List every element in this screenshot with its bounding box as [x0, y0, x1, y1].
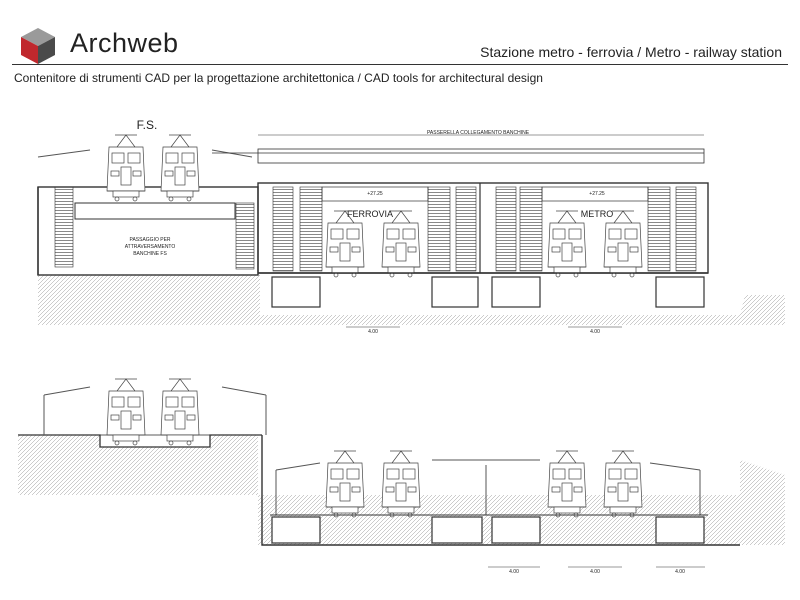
label-metro: METRO — [581, 209, 614, 219]
dim-bottom-1: 4.00 — [509, 569, 519, 575]
upper-section — [37, 134, 785, 328]
page-subtitle: Contenitore di strumenti CAD per la prog… — [14, 71, 543, 85]
label-passaggio-1: PASSAGGIO PER — [129, 237, 170, 243]
header: Archweb Stazione metro - ferrovia / Metr… — [0, 0, 800, 90]
label-fs: F.S. — [137, 118, 158, 132]
label-passaggio-3: BANCHINE FS — [133, 251, 167, 257]
page-title: Stazione metro - ferrovia / Metro - rail… — [480, 44, 782, 60]
header-divider — [12, 64, 788, 65]
dim-left: 4.00 — [368, 329, 378, 335]
brand-name[interactable]: Archweb — [70, 28, 179, 58]
label-level-right: +27.25 — [589, 191, 605, 197]
dim-bottom-2: 4.00 — [590, 569, 600, 575]
label-passerella: PASSERELLA COLLEGAMENTO BANCHINE — [427, 130, 530, 136]
archweb-logo-icon — [21, 28, 55, 64]
station-cad-drawing: F.S. FERROVIA METRO PASSERELLA COLLEGAME… — [18, 118, 785, 575]
label-ferrovia: FERROVIA — [347, 209, 393, 219]
label-passaggio-2: ATTRAVERSAMENTO — [125, 244, 176, 250]
lower-section — [18, 378, 785, 568]
dim-right: 4.00 — [590, 329, 600, 335]
dim-bottom-3: 4.00 — [675, 569, 685, 575]
label-level-left: +27.25 — [367, 191, 383, 197]
